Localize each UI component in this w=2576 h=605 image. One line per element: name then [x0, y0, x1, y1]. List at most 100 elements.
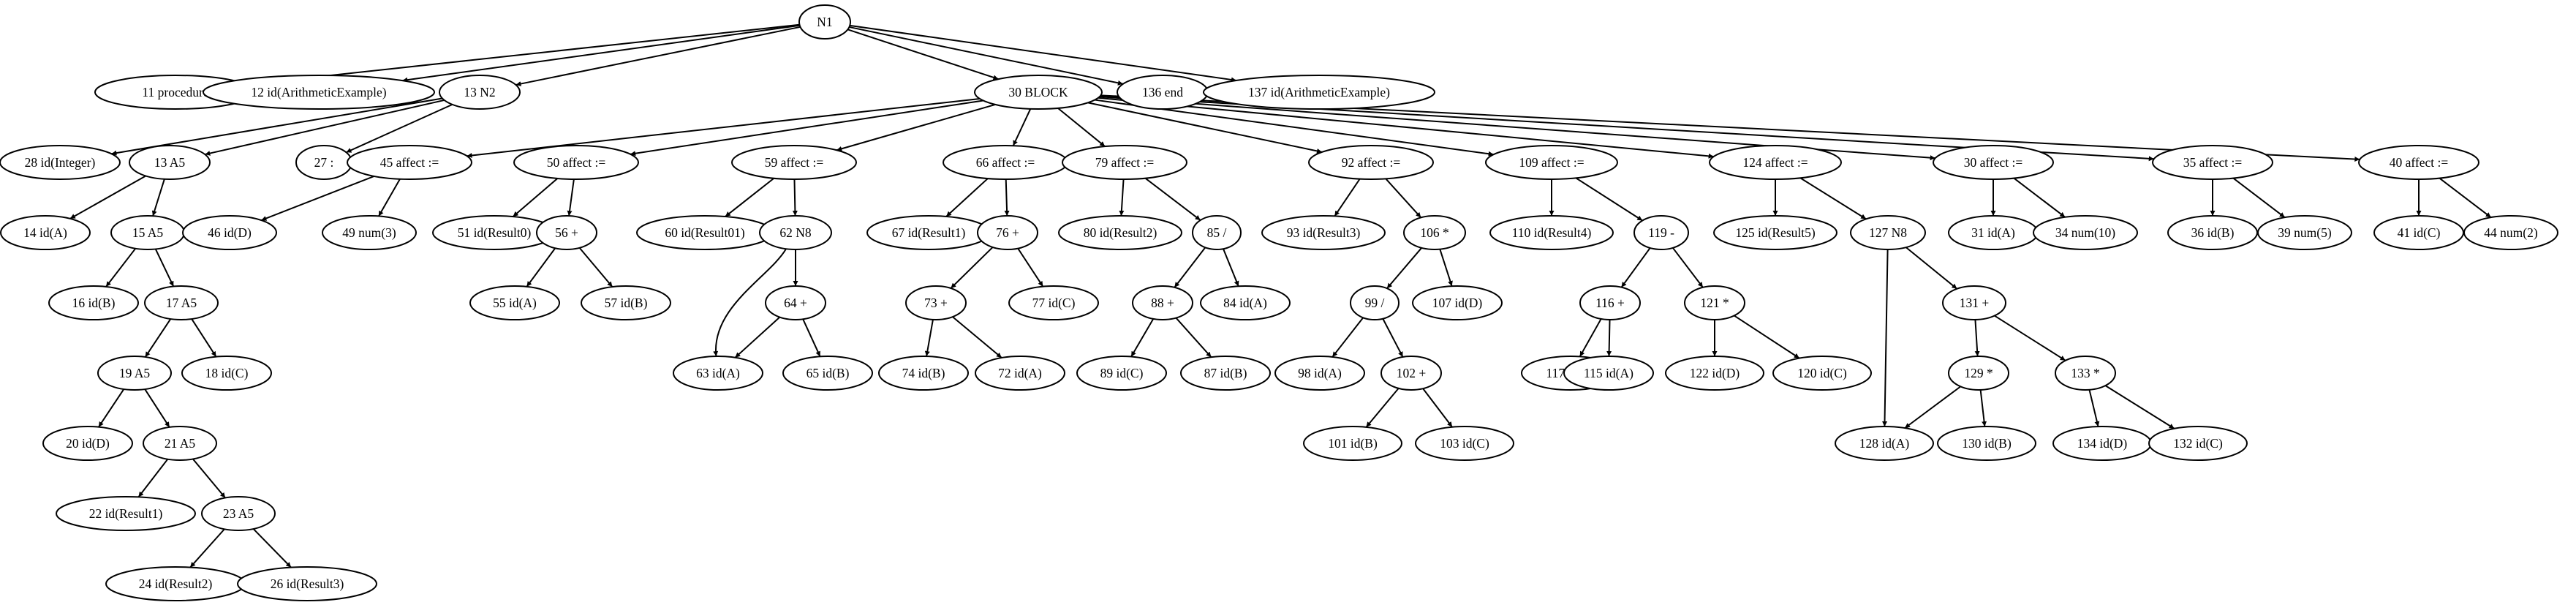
- edge-n30a-n34: [2013, 177, 2066, 218]
- node-label: 21 A5: [165, 436, 196, 451]
- edge-n133-n132: [2104, 385, 2175, 429]
- node-ellipse: [1203, 75, 1435, 110]
- node-ellipse: [1665, 356, 1764, 391]
- node-ellipse: [1403, 215, 1466, 250]
- node-n63: 63 id(A): [673, 356, 763, 391]
- node-n30a: 30 affect :=: [1933, 145, 2054, 180]
- node-ellipse: [48, 285, 139, 320]
- node-n99: 99 /: [1350, 285, 1400, 320]
- node-ellipse: [1380, 356, 1442, 391]
- node-n125: 125 id(Result5): [1713, 215, 1837, 250]
- node-ellipse: [1303, 426, 1402, 461]
- node-n16: 16 id(B): [48, 285, 139, 320]
- node-n92: 92 affect :=: [1308, 145, 1434, 180]
- node-ellipse: [1489, 215, 1614, 250]
- edge-n92-n93: [1334, 179, 1361, 217]
- node-n93: 93 id(Result3): [1261, 215, 1386, 250]
- node-n60: 60 id(Result01): [636, 215, 774, 250]
- node-label: 30 BLOCK: [1008, 85, 1068, 99]
- node-label: 64 +: [784, 296, 807, 310]
- node-label: 110 id(Result4): [1512, 225, 1592, 240]
- node-ellipse: [1008, 285, 1099, 320]
- node-label: 122 id(D): [1690, 366, 1740, 380]
- edge-n79-n85: [1144, 177, 1201, 221]
- node-ellipse: [2358, 145, 2479, 180]
- node-label: 50 affect :=: [547, 155, 606, 170]
- node-n24: 24 id(Result2): [105, 566, 246, 601]
- node-ellipse: [759, 215, 832, 250]
- node-label: 17 A5: [166, 296, 197, 310]
- edge-n62-n63: [713, 248, 787, 357]
- node-label: 63 id(A): [696, 366, 740, 380]
- node-label: 98 id(A): [1298, 366, 1342, 380]
- node-n77: 77 id(C): [1008, 285, 1099, 320]
- node-ellipse: [974, 75, 1103, 110]
- node-ellipse: [143, 426, 217, 461]
- node-ellipse: [905, 285, 967, 320]
- edge-n23-n26: [252, 528, 292, 568]
- edge-n92-n106: [1385, 178, 1422, 219]
- node-label: 120 id(C): [1797, 366, 1847, 380]
- node-ellipse: [1132, 285, 1193, 320]
- node-ellipse: [2257, 215, 2352, 250]
- node-n15: 15 A5: [110, 215, 185, 250]
- edge-n127-n128: [1882, 249, 1889, 427]
- node-ellipse: [42, 426, 133, 461]
- edge-n109-n119: [1575, 177, 1643, 222]
- node-ellipse: [237, 566, 377, 601]
- edge-N1-n12: [402, 24, 800, 83]
- node-ellipse: [203, 75, 435, 110]
- node-n65: 65 id(B): [782, 356, 873, 391]
- node-label: 101 id(B): [1328, 436, 1378, 451]
- node-ellipse: [2152, 145, 2273, 180]
- node-n85: 85 /: [1192, 215, 1242, 250]
- edge-n79-n80: [1119, 179, 1125, 217]
- node-n19: 19 A5: [97, 356, 172, 391]
- node-label: 136 end: [1142, 85, 1183, 99]
- node-ellipse: [1062, 145, 1187, 180]
- node-ellipse: [975, 356, 1065, 391]
- node-n26: 26 id(Result3): [237, 566, 377, 601]
- node-n28: 28 id(Integer): [0, 145, 121, 180]
- edge-n35-n39: [2232, 177, 2286, 218]
- node-label: 109 affect :=: [1519, 155, 1584, 170]
- node-n121: 121 *: [1684, 285, 1745, 320]
- edge-n50-n56: [567, 179, 575, 217]
- node-ellipse: [798, 4, 851, 40]
- node-ellipse: [2463, 215, 2558, 250]
- node-ellipse: [1192, 215, 1242, 250]
- node-n110: 110 id(Result4): [1489, 215, 1614, 250]
- node-ellipse: [1709, 145, 1842, 180]
- edge-n127-n131: [1905, 247, 1958, 290]
- node-n88: 88 +: [1132, 285, 1193, 320]
- node-n13N2: 13 N2: [439, 75, 521, 110]
- node-ellipse: [1633, 215, 1689, 250]
- node-label: 35 affect :=: [2183, 155, 2243, 170]
- node-n62: 62 N8: [759, 215, 832, 250]
- node-ellipse: [1772, 356, 1872, 391]
- node-n57: 57 id(B): [581, 285, 671, 320]
- node-ellipse: [439, 75, 521, 110]
- node-n132: 132 id(C): [2148, 426, 2248, 461]
- node-label: 23 A5: [223, 506, 254, 521]
- node-n79: 79 affect :=: [1062, 145, 1187, 180]
- node-n41: 41 id(C): [2373, 215, 2464, 250]
- node-ellipse: [673, 356, 763, 391]
- node-n72: 72 id(A): [975, 356, 1065, 391]
- edge-n73-n74: [924, 319, 934, 357]
- node-n119: 119 -: [1633, 215, 1689, 250]
- node-n120: 120 id(C): [1772, 356, 1872, 391]
- node-n17: 17 A5: [144, 285, 219, 320]
- node-label: 89 id(C): [1100, 366, 1144, 380]
- node-label: 125 id(Result5): [1735, 225, 1816, 240]
- node-label: 133 *: [2071, 366, 2099, 380]
- edge-n121-n120: [1734, 315, 1800, 359]
- node-label: 28 id(Integer): [25, 155, 96, 170]
- node-n56: 56 +: [536, 215, 597, 250]
- node-label: 66 affect :=: [976, 155, 1035, 170]
- node-n20: 20 id(D): [42, 426, 133, 461]
- node-label: 22 id(Result1): [89, 506, 163, 521]
- node-n51: 51 id(Result0): [432, 215, 556, 250]
- node-ellipse: [347, 145, 472, 180]
